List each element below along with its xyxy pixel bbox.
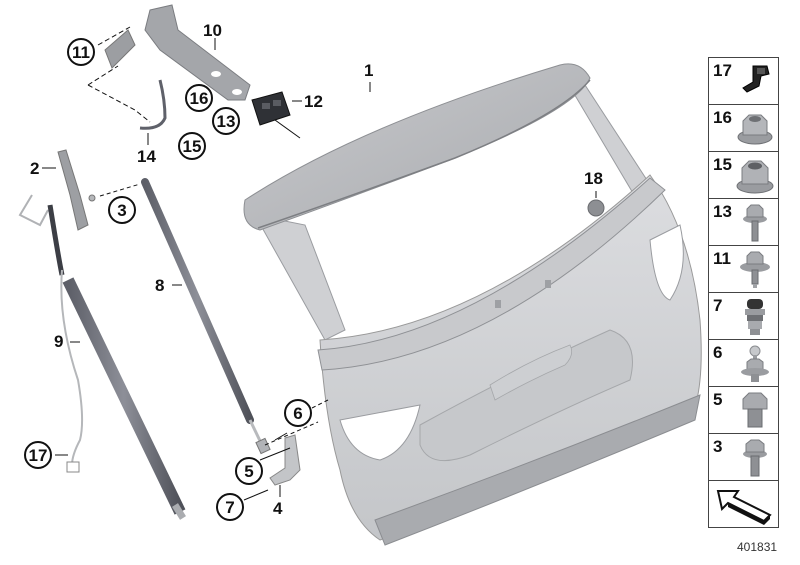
- legend-item-3: 3: [708, 433, 779, 480]
- legend-number: 13: [713, 202, 732, 221]
- flange-nut-icon: [736, 160, 774, 194]
- callout-15: 15: [178, 132, 206, 160]
- direction-arrow-icon: [716, 490, 772, 525]
- callout-17: 17: [24, 441, 52, 469]
- callout-3: 3: [108, 196, 136, 224]
- legend-item-13: 13: [708, 198, 779, 245]
- callout-10: 10: [203, 21, 222, 40]
- hex-collar-bolt-icon: [740, 251, 770, 288]
- switch-part-12: [251, 91, 302, 139]
- hex-flange-bolt-icon: [743, 204, 767, 242]
- hex-flange-bolt-icon: [743, 439, 767, 477]
- grommet-part-18: [587, 199, 605, 217]
- ball-socket-clip-icon: [745, 299, 765, 335]
- legend-number: 17: [713, 61, 732, 80]
- legend-number: 3: [713, 437, 723, 456]
- legend-number: 6: [713, 343, 723, 362]
- legend-item-7: 7: [708, 292, 779, 339]
- ball-stud-icon: [741, 345, 769, 382]
- flange-nut-icon: [737, 114, 773, 145]
- callout-12: 12: [304, 92, 323, 111]
- callout-18: 18: [584, 169, 603, 188]
- callout-7: 7: [216, 493, 244, 521]
- callout-14: 14: [137, 147, 156, 166]
- tailgate-panel: [243, 63, 702, 546]
- legend-item-5: 5: [708, 386, 779, 433]
- legend-number: 5: [713, 390, 723, 409]
- callout-1: 1: [364, 61, 374, 80]
- callout-8: 8: [155, 276, 165, 295]
- hinge-part-10: [144, 4, 251, 101]
- callout-4: 4: [273, 499, 283, 518]
- legend-number: 15: [713, 155, 732, 174]
- callout-16: 16: [185, 84, 213, 112]
- legend-number: 16: [713, 108, 732, 127]
- diagram-reference-id: 401831: [737, 540, 778, 554]
- bracket-part-2: [42, 149, 141, 231]
- legend-number: 7: [713, 296, 723, 315]
- legend-item-16: 16: [708, 104, 779, 151]
- callout-6: 6: [284, 399, 312, 427]
- callout-11: 11: [67, 38, 95, 66]
- gas-strut-part-8: [141, 178, 271, 455]
- legend-item-15: 15: [708, 151, 779, 198]
- callout-13: 13: [212, 107, 240, 135]
- clip-icon: [742, 65, 770, 93]
- callout-2: 2: [30, 159, 40, 178]
- legend-item-arrow: [708, 480, 779, 528]
- callout-9: 9: [54, 332, 64, 351]
- spindle-drive-part-9: [18, 194, 186, 520]
- legend-number: 11: [713, 249, 731, 268]
- bracket-part-4: [243, 399, 329, 501]
- legend-item-6: 6: [708, 339, 779, 386]
- fastener-legend: 17 16 15 13: [708, 57, 779, 528]
- hex-bolt-icon: [742, 392, 768, 428]
- legend-item-17: 17: [708, 57, 779, 104]
- legend-item-11: 11: [708, 245, 779, 292]
- callout-5: 5: [235, 457, 263, 485]
